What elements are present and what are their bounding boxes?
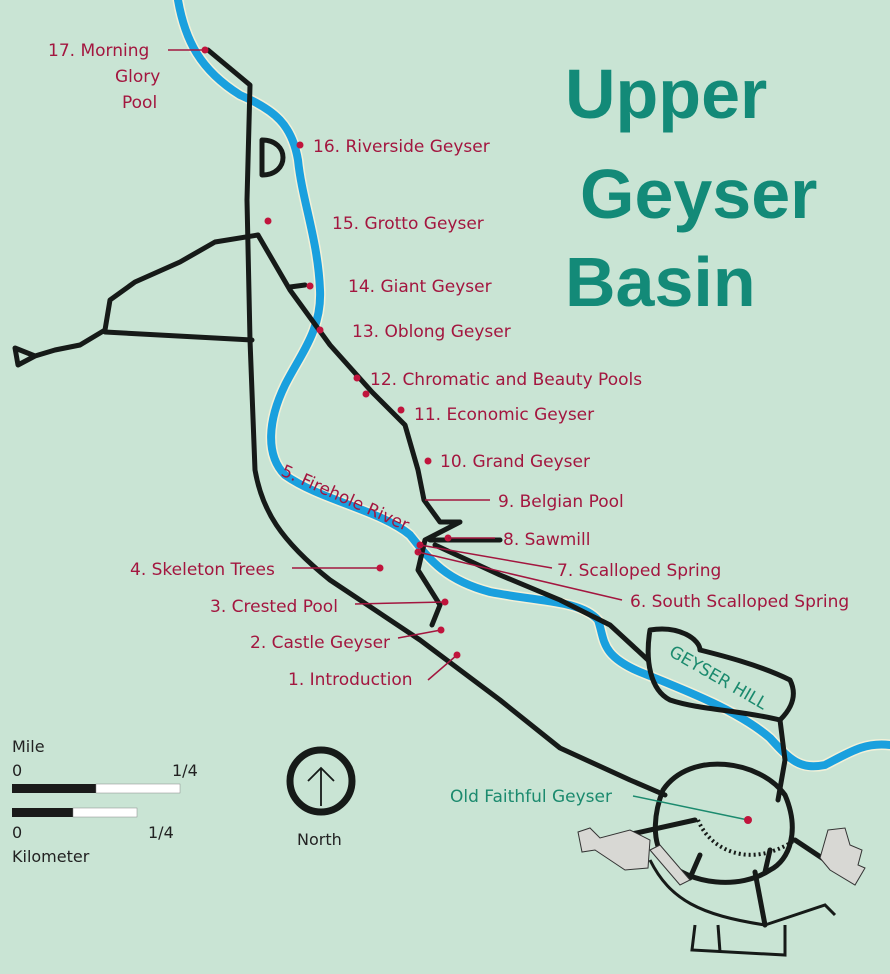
- title-line-1: Upper: [565, 55, 767, 133]
- label-grotto-geyser[interactable]: 15. Grotto Geyser: [332, 214, 484, 234]
- scale-bar: Mile 0 1/4 0 1/4 Kilometer: [12, 737, 198, 866]
- label-morning-glory-2[interactable]: Glory: [115, 67, 160, 87]
- label-old-faithful[interactable]: Old Faithful Geyser: [450, 787, 612, 807]
- north-arrow: North: [286, 746, 356, 849]
- label-grand-geyser[interactable]: 10. Grand Geyser: [440, 452, 590, 472]
- label-introduction[interactable]: 1. Introduction: [288, 670, 413, 690]
- label-sawmill[interactable]: 8. Sawmill: [503, 530, 590, 550]
- feature-labels: 17. Morning Glory Pool 16. Riverside Gey…: [48, 41, 849, 690]
- km-start: 0: [12, 823, 22, 842]
- mile-start: 0: [12, 761, 22, 780]
- label-castle-geyser[interactable]: 2. Castle Geyser: [250, 633, 390, 653]
- label-south-scalloped-spring[interactable]: 6. South Scalloped Spring: [630, 592, 849, 612]
- label-crested-pool[interactable]: 3. Crested Pool: [210, 597, 338, 617]
- label-giant-geyser[interactable]: 14. Giant Geyser: [348, 277, 492, 297]
- mile-label: Mile: [12, 737, 45, 756]
- firehole-river: [172, 0, 890, 772]
- label-belgian-pool[interactable]: 9. Belgian Pool: [498, 492, 624, 512]
- label-scalloped-spring[interactable]: 7. Scalloped Spring: [557, 561, 721, 581]
- title-line-2: Geyser: [580, 155, 817, 233]
- old-faithful-marker[interactable]: [744, 816, 752, 824]
- mile-end: 1/4: [172, 761, 198, 780]
- title-line-3: Basin: [565, 243, 756, 321]
- trails: [12, 47, 866, 957]
- label-oblong-geyser[interactable]: 13. Oblong Geyser: [352, 322, 511, 342]
- label-skeleton-trees[interactable]: 4. Skeleton Trees: [130, 560, 275, 580]
- km-label: Kilometer: [12, 847, 90, 866]
- label-economic-geyser[interactable]: 11. Economic Geyser: [414, 405, 594, 425]
- north-label: North: [297, 830, 342, 849]
- label-chromatic-beauty-pools[interactable]: 12. Chromatic and Beauty Pools: [370, 370, 642, 390]
- label-morning-glory-1[interactable]: 17. Morning: [48, 41, 149, 61]
- km-end: 1/4: [148, 823, 174, 842]
- label-riverside-geyser[interactable]: 16. Riverside Geyser: [313, 137, 490, 157]
- label-morning-glory-3[interactable]: Pool: [122, 93, 157, 113]
